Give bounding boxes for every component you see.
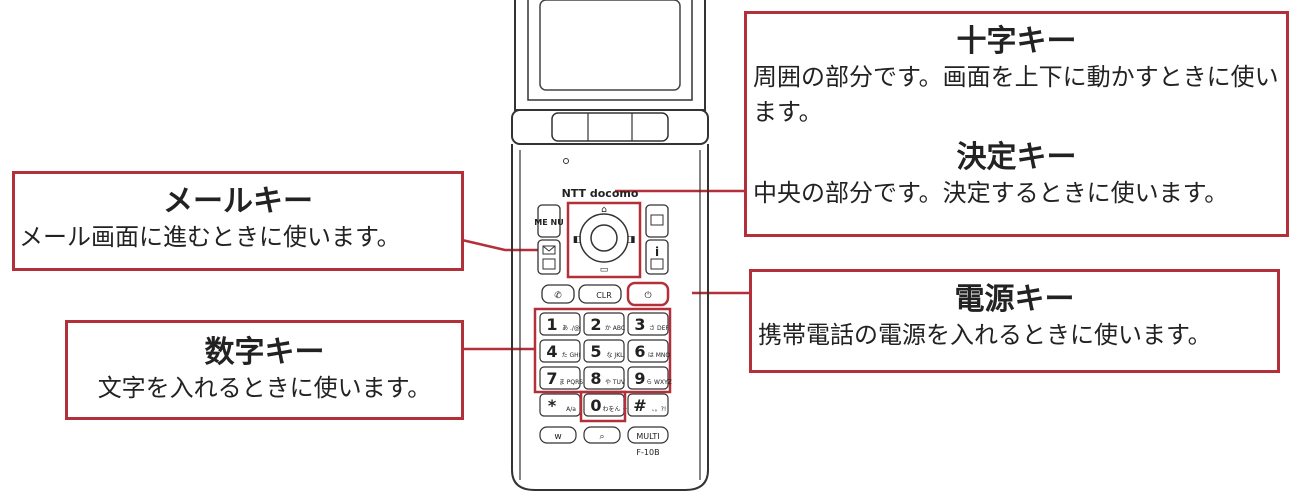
keypad-key-sub: さ DEF — [649, 325, 669, 332]
keypad-key-label: * — [548, 396, 557, 415]
keypad-key-label: 2 — [590, 315, 601, 334]
model-name: F-10B — [636, 448, 659, 457]
keypad-key-label: 6 — [634, 342, 645, 361]
keypad-key-5: 5 な JKL — [583, 339, 625, 363]
callout-title: 数字キー — [204, 335, 325, 370]
keypad-key-2: 2 か ABC — [583, 312, 625, 336]
svg-text:w: w — [554, 432, 561, 442]
callout-cross-enter-keys: 十字キー 周囲の部分です。画面を上下に動かすときに使います。 決定キー 中央の部… — [744, 11, 1289, 237]
keypad-key-8: 8 や TUV — [583, 366, 626, 390]
keypad-key-label: 9 — [634, 369, 645, 388]
keypad-key-*: * A/a — [539, 393, 581, 417]
leader-mail — [461, 238, 542, 252]
phone-illustration: NTT docomo ME NU i ⌂ ▭ ◧ ◨ ✆ CLR ⏻ 1 あ ./… — [511, 0, 709, 491]
svg-text:▭: ▭ — [600, 265, 609, 275]
keypad-key-sub: あ ./@ — [562, 325, 580, 332]
keypad-key-sub: A/a — [566, 406, 576, 413]
callout-desc: 中央の部分です。決定するときに使います。 — [753, 178, 1229, 207]
svg-text:ME NU: ME NU — [534, 218, 563, 227]
keypad-key-label: 7 — [546, 369, 557, 388]
keypad-key-label: # — [633, 396, 646, 415]
keypad-key-label: 8 — [590, 369, 601, 388]
keypad-key-label: 4 — [546, 342, 557, 361]
menu-key — [537, 204, 561, 238]
callout-title: メールキー — [163, 184, 313, 219]
keypad-key-1: 1 あ ./@ — [539, 312, 581, 336]
callout-title: 決定キー — [956, 139, 1077, 175]
keypad-key-label: 5 — [590, 342, 601, 361]
keypad-key-sub: た GHI — [562, 352, 581, 359]
cross-key-highlight — [566, 201, 642, 279]
keypad-key-4: 4 た GHI — [539, 339, 581, 363]
keypad-key-label: 0 — [590, 396, 601, 415]
svg-text:CLR: CLR — [596, 291, 612, 300]
svg-text:i: i — [655, 245, 659, 259]
zero-key-highlight — [579, 390, 627, 423]
keypad-key-sub: ま PQRS — [559, 379, 583, 386]
brand-logo: NTT docomo — [562, 187, 639, 200]
callout-power-key: 電源キー 携帯電話の電源を入れるときに使います。 — [749, 269, 1280, 373]
keypad-key-label: 1 — [546, 315, 557, 334]
keypad-key-sub: 、。?! — [652, 406, 667, 413]
keypad-key-sub: な JKL — [607, 352, 625, 359]
callout-desc: 文字を入れるときに使います。 — [97, 374, 432, 402]
callout-title: 十字キー — [956, 24, 1077, 59]
callout-desc: メール画面に進むときに使います。 — [19, 223, 401, 251]
callout-desc: 周囲の部分です。画面を上下に動かすときに使います。 — [753, 63, 1279, 126]
callout-mail-key: メールキー メール画面に進むときに使います。 — [12, 171, 464, 271]
callout-title: 電源キー — [954, 282, 1075, 317]
keypad-key-sub: は MNO — [648, 352, 671, 359]
svg-text:⌕: ⌕ — [599, 432, 604, 442]
svg-text:◧: ◧ — [573, 235, 582, 245]
keypad-key-sub: わをん + — [603, 406, 628, 413]
callout-number-keys: 数字キー 文字を入れるときに使います。 — [65, 320, 464, 420]
keypad-key-sub: ら WXYZ — [646, 379, 672, 386]
enter-key — [590, 224, 618, 252]
keypad-key-sub: か ABC — [605, 325, 625, 332]
svg-text:MULTI: MULTI — [636, 432, 659, 441]
multi-key — [627, 426, 669, 444]
callout-desc: 携帯電話の電源を入れるときに使います。 — [758, 321, 1212, 349]
keypad-key-label: 3 — [634, 315, 645, 334]
clear-key — [578, 284, 622, 304]
svg-text:✆: ✆ — [554, 291, 562, 301]
svg-text:⌂: ⌂ — [601, 205, 607, 215]
keypad-key-sub: や TUV — [605, 378, 626, 386]
power-key — [626, 281, 670, 307]
svg-text:⏻: ⏻ — [644, 290, 651, 301]
keypad-key-3: 3 さ DEF — [627, 312, 669, 336]
svg-text:◨: ◨ — [627, 235, 636, 245]
keypad-key-#: # 、。?! — [627, 393, 669, 417]
